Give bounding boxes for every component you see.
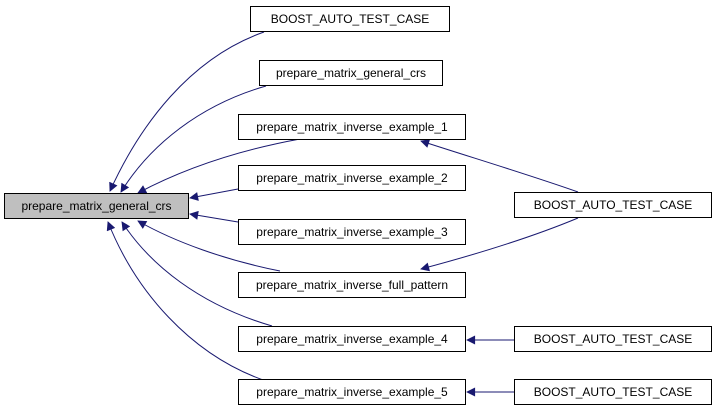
node-inverse-example-5[interactable]: prepare_matrix_inverse_example_5 [238, 379, 466, 405]
edge-root-example-1 [137, 138, 301, 194]
node-inverse-example-2[interactable]: prepare_matrix_inverse_example_2 [238, 165, 466, 191]
edge-root-example-2 [189, 188, 239, 201]
edge-root-example-4 [121, 221, 273, 327]
node-boost-test-case-a[interactable]: BOOST_AUTO_TEST_CASE [514, 192, 712, 218]
edge-root-boost-1 [109, 31, 265, 192]
edge-root-general-crs [120, 85, 267, 193]
node-boost-test-case-b[interactable]: BOOST_AUTO_TEST_CASE [514, 326, 712, 352]
edge-full-pattern-boost [420, 217, 579, 272]
node-inverse-example-1[interactable]: prepare_matrix_inverse_example_1 [238, 114, 466, 140]
edge-root-full-pattern [137, 220, 281, 272]
edge-root-example-5 [106, 221, 267, 382]
node-boost-test-case-c[interactable]: BOOST_AUTO_TEST_CASE [514, 379, 712, 405]
node-inverse-full-pattern[interactable]: prepare_matrix_inverse_full_pattern [238, 272, 466, 298]
edge-example-1-boost [420, 139, 579, 193]
edge-root-example-3 [189, 210, 239, 223]
node-root: prepare_matrix_general_crs [4, 193, 189, 219]
node-boost-auto-test-case[interactable]: BOOST_AUTO_TEST_CASE [250, 6, 450, 32]
node-inverse-example-4[interactable]: prepare_matrix_inverse_example_4 [238, 326, 466, 352]
node-inverse-example-3[interactable]: prepare_matrix_inverse_example_3 [238, 219, 466, 245]
node-prepare-matrix-general-crs[interactable]: prepare_matrix_general_crs [259, 60, 443, 86]
